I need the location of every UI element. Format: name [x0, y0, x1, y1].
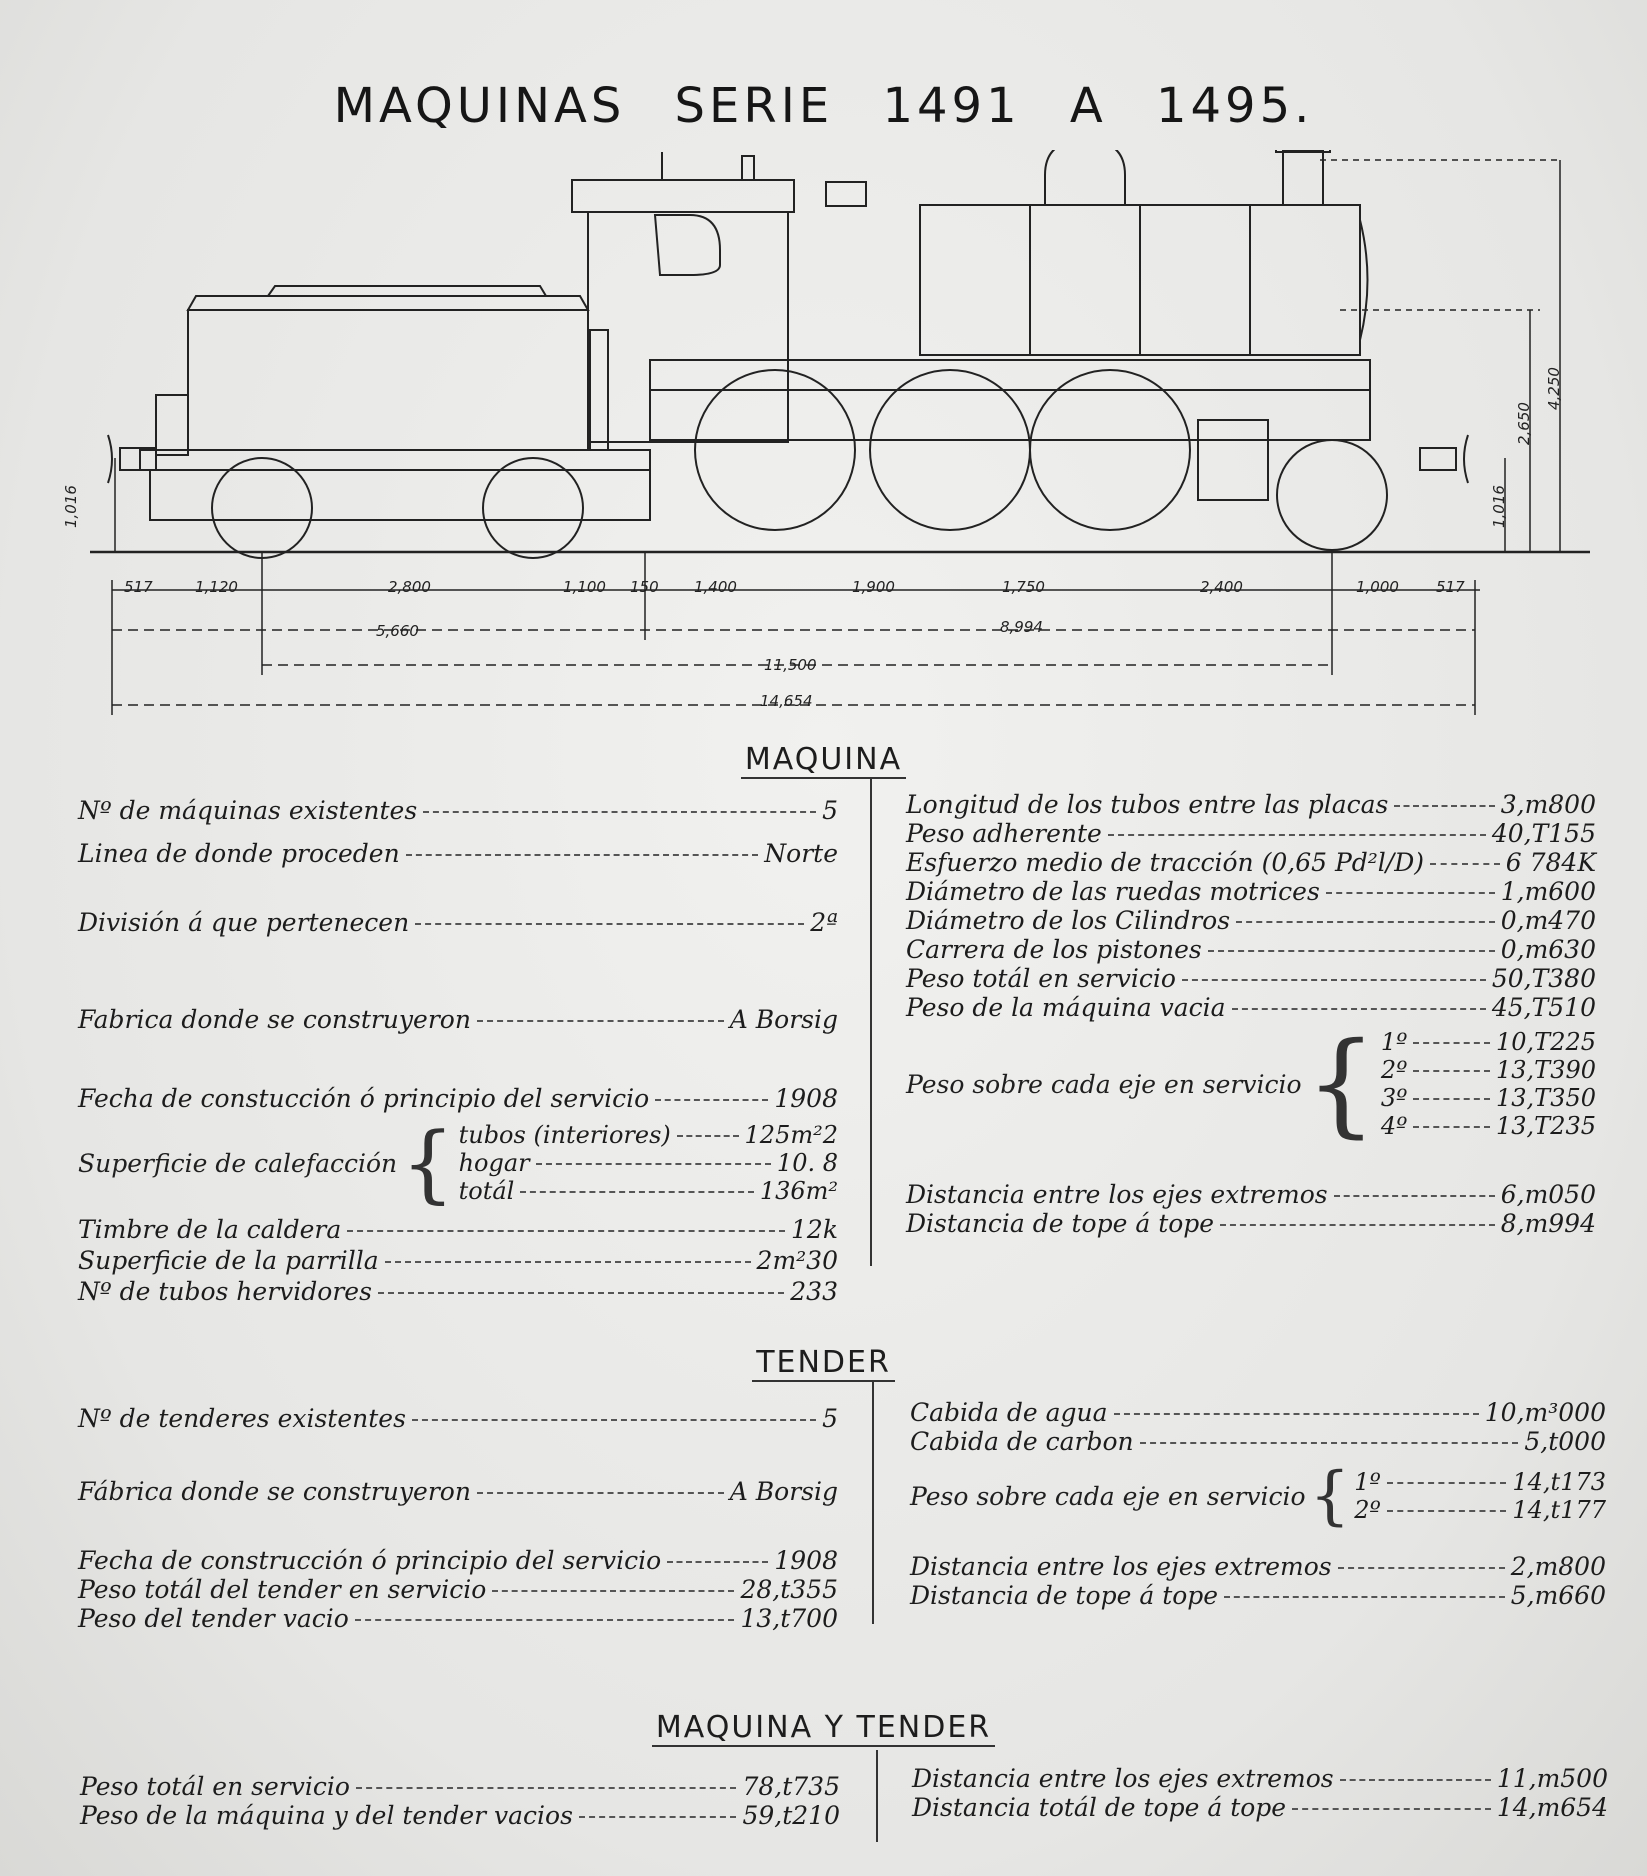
dim-label: 1,000 [1356, 578, 1399, 596]
cylinder [1197, 419, 1269, 501]
driving-wheel-1 [694, 369, 856, 531]
dim-label: 1,400 [694, 578, 737, 596]
locomotive-boiler [825, 150, 1369, 356]
section-heading-maquina-y-tender: MAQUINA Y TENDER [0, 1710, 1647, 1747]
axle-weight-label: Peso sobre cada eje en servicio [910, 1481, 1306, 1511]
brace-icon: { [1305, 1019, 1377, 1149]
locomotive-elevation-drawing [90, 150, 1590, 715]
locomotive-cab [571, 152, 795, 443]
heating-surface-group: Superficie de calefacción { tubos (inter… [78, 1121, 838, 1205]
tender-wheel-1 [211, 457, 313, 559]
driving-wheel-2 [869, 369, 1031, 531]
dim-label-vertical: 4,250 [1545, 367, 1563, 410]
heating-surface-label: Superficie de calefacción [78, 1148, 398, 1178]
dim-label-vertical: 1,016 [62, 485, 80, 528]
dim-label: 517 [124, 578, 153, 596]
spec-row: Fecha de constucción ó principio del ser… [78, 1084, 838, 1113]
dim-label: 517 [1436, 578, 1465, 596]
driving-wheel-3 [1029, 369, 1191, 531]
dim-label: 11,500 [764, 656, 817, 674]
section-heading-maquina: MAQUINA [0, 742, 1647, 779]
leading-wheel [1276, 439, 1388, 551]
buffers [107, 434, 1469, 484]
dim-label: 150 [630, 578, 659, 596]
axle-weight-label: Peso sobre cada eje en servicio [906, 1069, 1302, 1099]
brace-icon: { [401, 1114, 455, 1212]
dim-label-vertical: 2,650 [1515, 402, 1533, 445]
dim-label: 2,800 [388, 578, 431, 596]
brace-icon: { [1309, 1459, 1351, 1533]
column-divider [870, 778, 872, 1266]
dim-label: 1,100 [563, 578, 606, 596]
dim-label: 5,660 [376, 622, 419, 640]
dim-label: 14,654 [760, 692, 813, 710]
dim-label: 1,900 [852, 578, 895, 596]
dim-label: 1,750 [1002, 578, 1045, 596]
dim-label-vertical: 1,016 [1490, 485, 1508, 528]
page-title: MAQUINAS SERIE 1491 A 1495. [333, 78, 1314, 134]
column-divider [876, 1750, 878, 1842]
tender-wheel-2 [482, 457, 584, 559]
dim-label: 8,994 [1000, 618, 1043, 636]
column-divider [872, 1382, 874, 1624]
spec-row: Fecha de construcción ó principio del se… [78, 1546, 838, 1575]
tender-body [139, 285, 651, 521]
dim-label: 1,120 [195, 578, 238, 596]
spec-row: Esfuerzo medio de tracción (0,65 Pd²l/D)… [906, 848, 1596, 877]
spec-row: tubos (interiores)125m²2 [458, 1121, 838, 1149]
section-heading-tender: TENDER [0, 1345, 1647, 1382]
dim-label: 2,400 [1200, 578, 1243, 596]
